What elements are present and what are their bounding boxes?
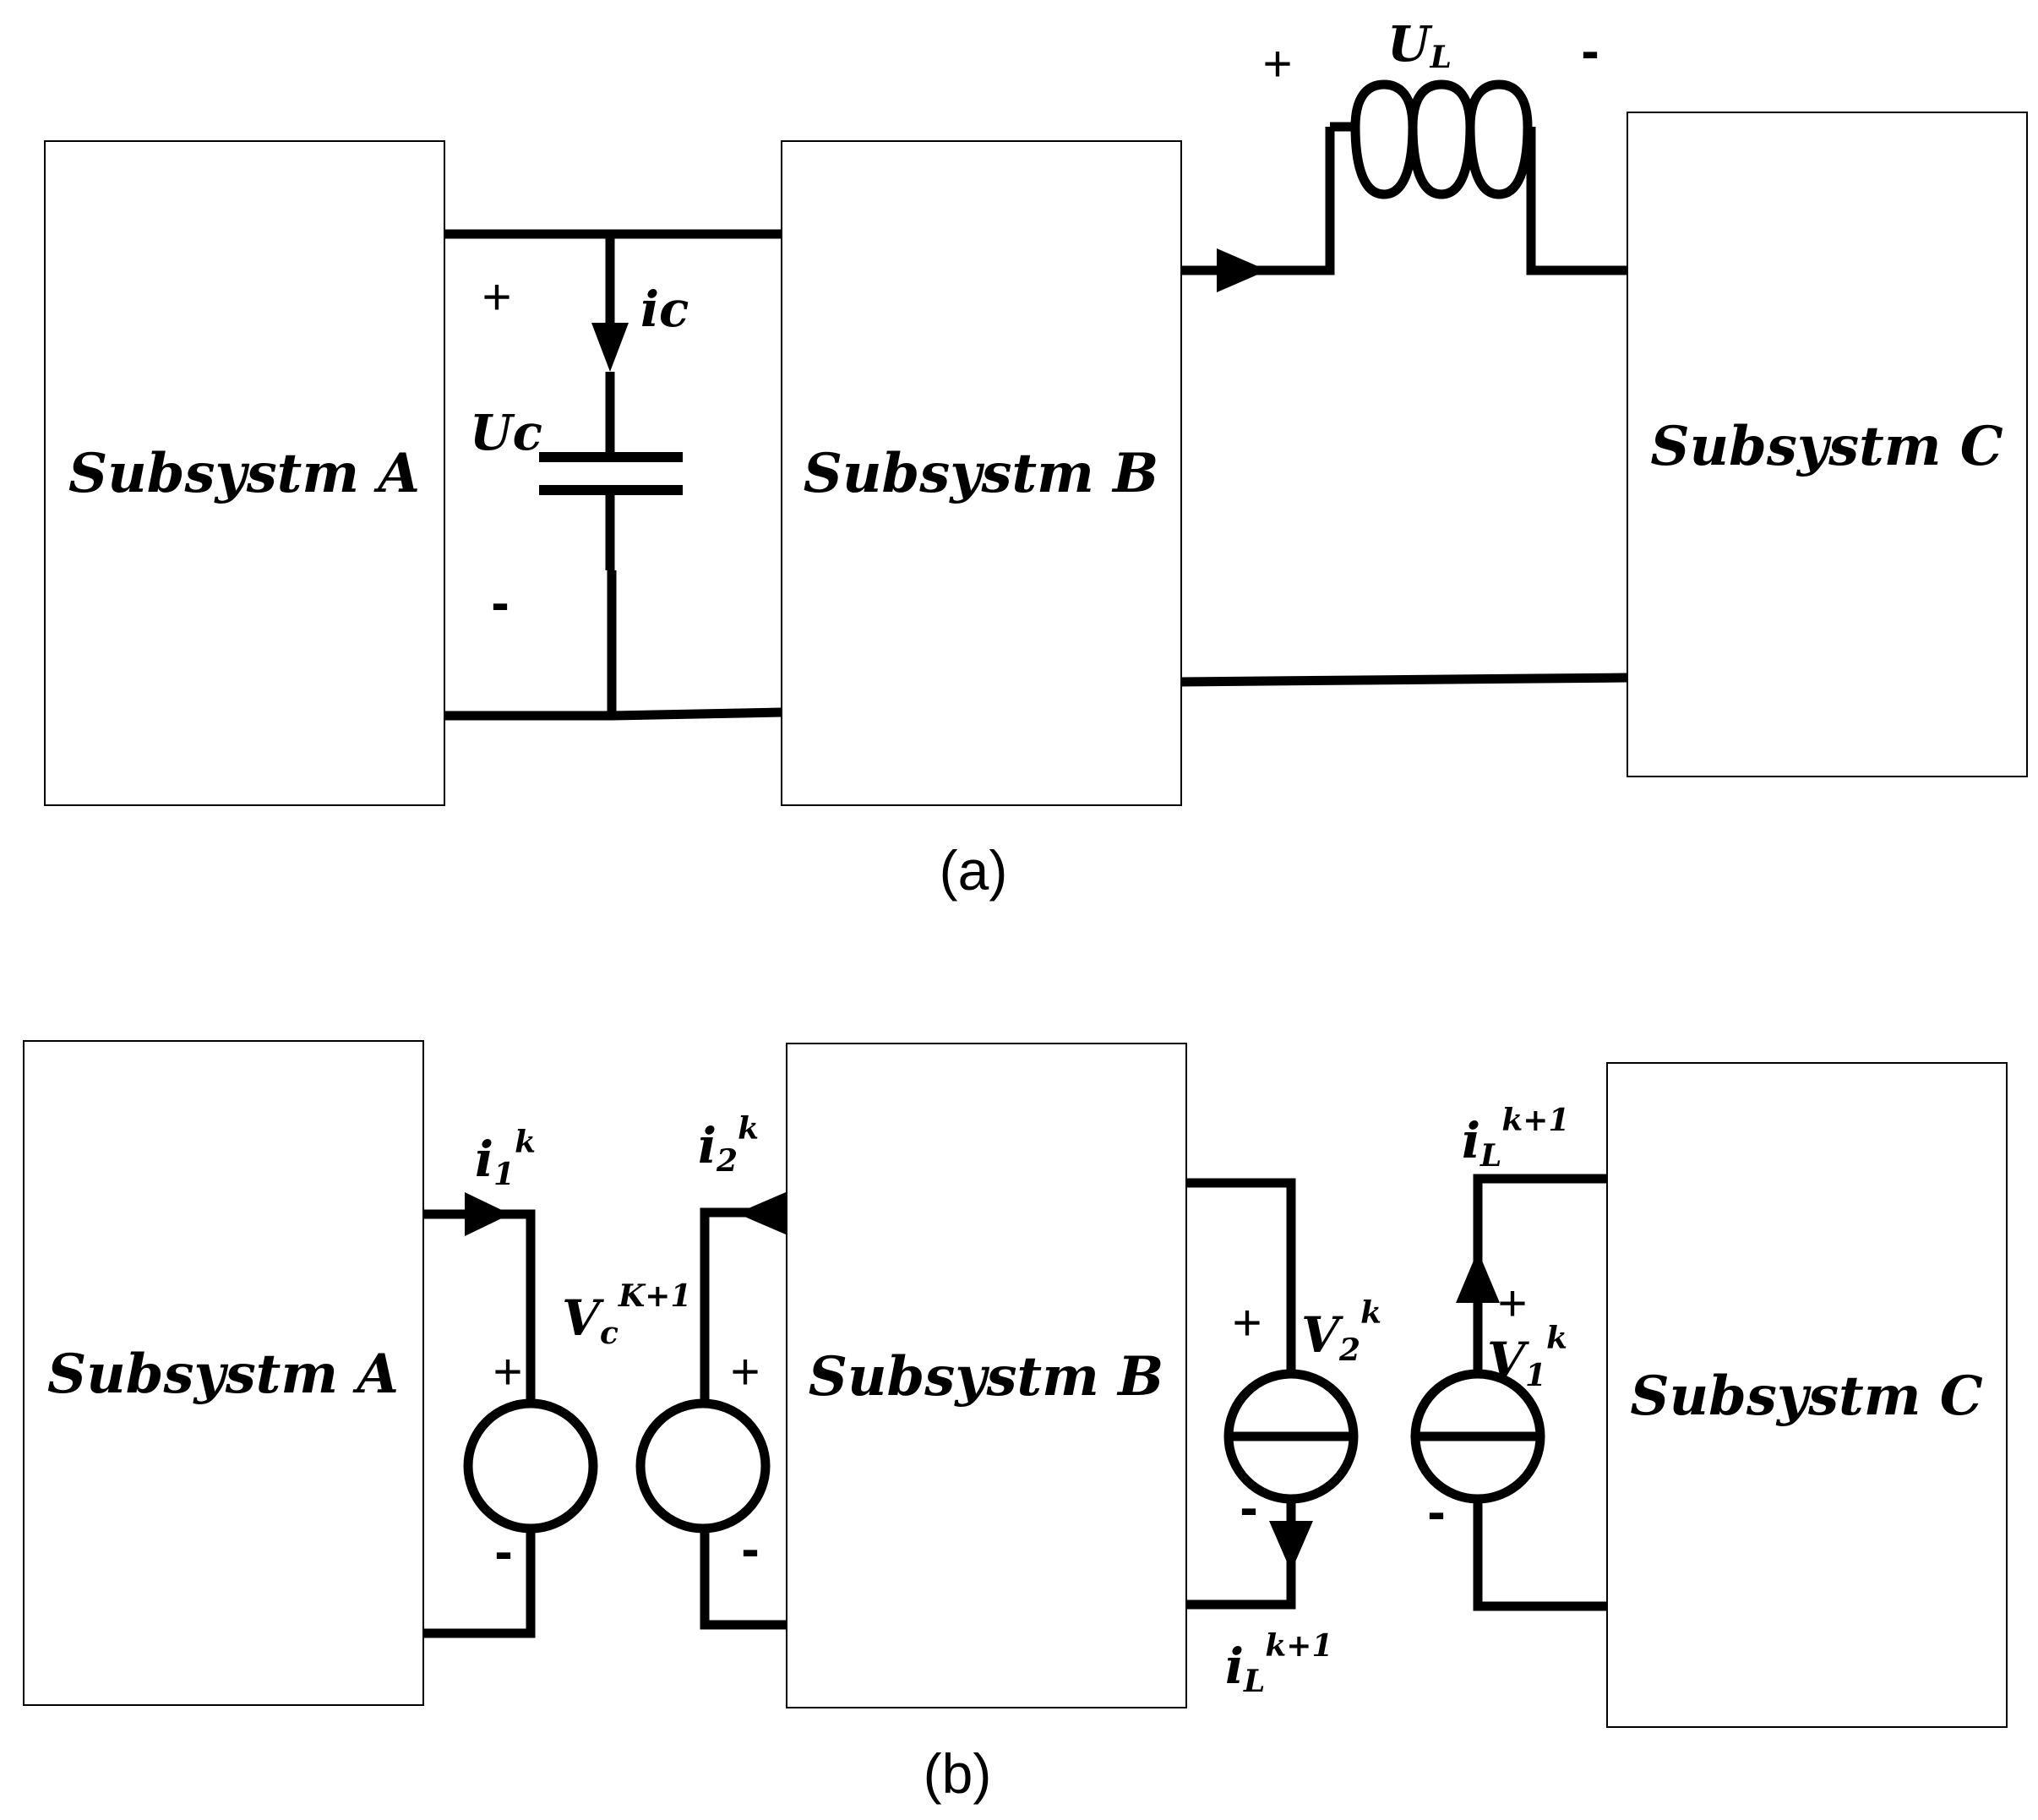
source-b2-plus-sign: + <box>1232 1294 1261 1351</box>
source-a-minus-sign: - <box>494 1521 512 1582</box>
source-c-plus-sign: + <box>1497 1275 1527 1332</box>
source-b-minus-sign: - <box>741 1518 759 1579</box>
source-c-lead-bottom <box>1473 1500 1607 1611</box>
cap-current-label: ic <box>640 281 689 338</box>
panel-a: Subsystm A Subsystm B Subsystm C + - ic … <box>44 15 2028 902</box>
subsystem-c-box <box>1627 112 2028 777</box>
iL-b-label: iLk+1 <box>1225 1628 1333 1699</box>
subsystem-a-box <box>44 140 445 806</box>
inductor-plus-sign: + <box>1262 35 1292 92</box>
subsystem-b-label: Subsystm B <box>804 442 1158 505</box>
source-c-minus-sign: - <box>1427 1481 1445 1542</box>
cap-voltage-label: Uc <box>470 404 542 461</box>
source-a-plus-sign: + <box>493 1343 522 1400</box>
inductor-current-arrow-icon <box>1217 248 1267 292</box>
subsystem-a-label: Subsystm A <box>68 442 420 505</box>
subsystem-b-box <box>786 1043 1187 1708</box>
subsystem-c-label: Subsystm C <box>1650 415 2003 478</box>
v1-label: V1k <box>1487 1321 1567 1393</box>
i1-label: i1k <box>475 1125 536 1192</box>
subsystem-b-box <box>781 140 1182 806</box>
iL-c-arrow-icon <box>1456 1251 1500 1303</box>
source-b2-lead-top <box>1186 1178 1296 1373</box>
iL-b-arrow-icon <box>1269 1521 1313 1572</box>
voltage-source-a-icon <box>463 1398 598 1534</box>
subsystem-a-label: Subsystm A <box>47 1343 399 1406</box>
subsystem-c-label: Subsystm C <box>1630 1365 1982 1428</box>
capacitor-current-arrow-icon <box>591 323 629 372</box>
inductor-voltage-label: UL <box>1387 15 1452 75</box>
voltage-source-b-icon <box>635 1398 771 1534</box>
caption-b: (b) <box>924 1742 992 1805</box>
source-b-plus-sign: + <box>730 1343 760 1400</box>
inductor-coil-icon <box>1330 79 1533 199</box>
i2-arrow-icon <box>737 1192 786 1234</box>
source-b2-lead-bottom <box>1186 1500 1296 1610</box>
bottom-wire-bc <box>1180 673 1628 687</box>
inductor-lead-right <box>1526 127 1627 275</box>
panel-b: Subsystm A Subsystm B Subsystm C + - i1k… <box>23 1040 2008 1805</box>
source-b2-minus-sign: - <box>1240 1477 1257 1538</box>
subsystem-b-label: Subsystm B <box>809 1345 1163 1409</box>
caption-a: (a) <box>940 839 1008 902</box>
subsystem-a-box <box>23 1040 424 1706</box>
vc-label: VcK+1 <box>562 1278 691 1351</box>
i1-arrow-icon <box>465 1192 510 1236</box>
subsystem-c-box <box>1606 1062 2008 1728</box>
cap-plus-sign: + <box>482 269 511 325</box>
inductor-lead-left <box>1181 127 1335 275</box>
iL-c-label: iLk+1 <box>1462 1103 1570 1174</box>
source-c-lead-top <box>1473 1174 1607 1373</box>
i2-label: i2k <box>698 1111 759 1179</box>
v2-label: V2k <box>1301 1295 1381 1368</box>
cap-minus-sign: - <box>491 572 509 633</box>
inductor-minus-sign: - <box>1581 20 1599 81</box>
